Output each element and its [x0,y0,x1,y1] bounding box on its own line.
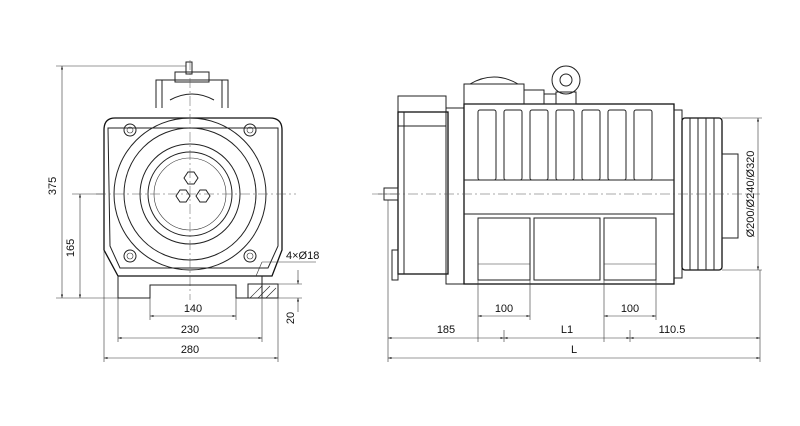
cooling-fins [477,109,653,181]
brake-end [378,95,465,285]
dim-L1: L1 [561,324,573,336]
dim-100-right: 100 [621,303,639,315]
front-housing-outline [103,117,283,277]
lifting-eye-front [155,61,229,108]
foot-section-hatch [247,283,279,299]
shaft-nuts [175,171,211,203]
side-feet-windows [477,217,657,281]
dim-140: 140 [184,303,202,315]
dim-185: 185 [437,324,455,336]
front-bolt-holes [123,123,257,263]
lifting-eye-side [551,65,581,105]
dim-sheave: Ø200/Ø240/Ø320 [745,151,757,238]
dim-375: 375 [47,177,59,195]
dim-165: 165 [65,239,77,257]
dim-110-5: 110.5 [659,324,686,336]
dim-230: 230 [181,324,199,336]
dim-100-left: 100 [495,303,513,315]
dim-280: 280 [181,344,199,356]
dim-20: 20 [285,312,297,324]
dim-L: L [571,344,577,356]
side-view: Ø200/Ø240/Ø320 100 100 185 L1 110.5 L [372,65,762,362]
dim-holes: 4×Ø18 [286,250,319,262]
terminal-box [463,76,557,105]
front-view: 375 165 140 230 280 20 4×Ø18 [47,60,319,362]
